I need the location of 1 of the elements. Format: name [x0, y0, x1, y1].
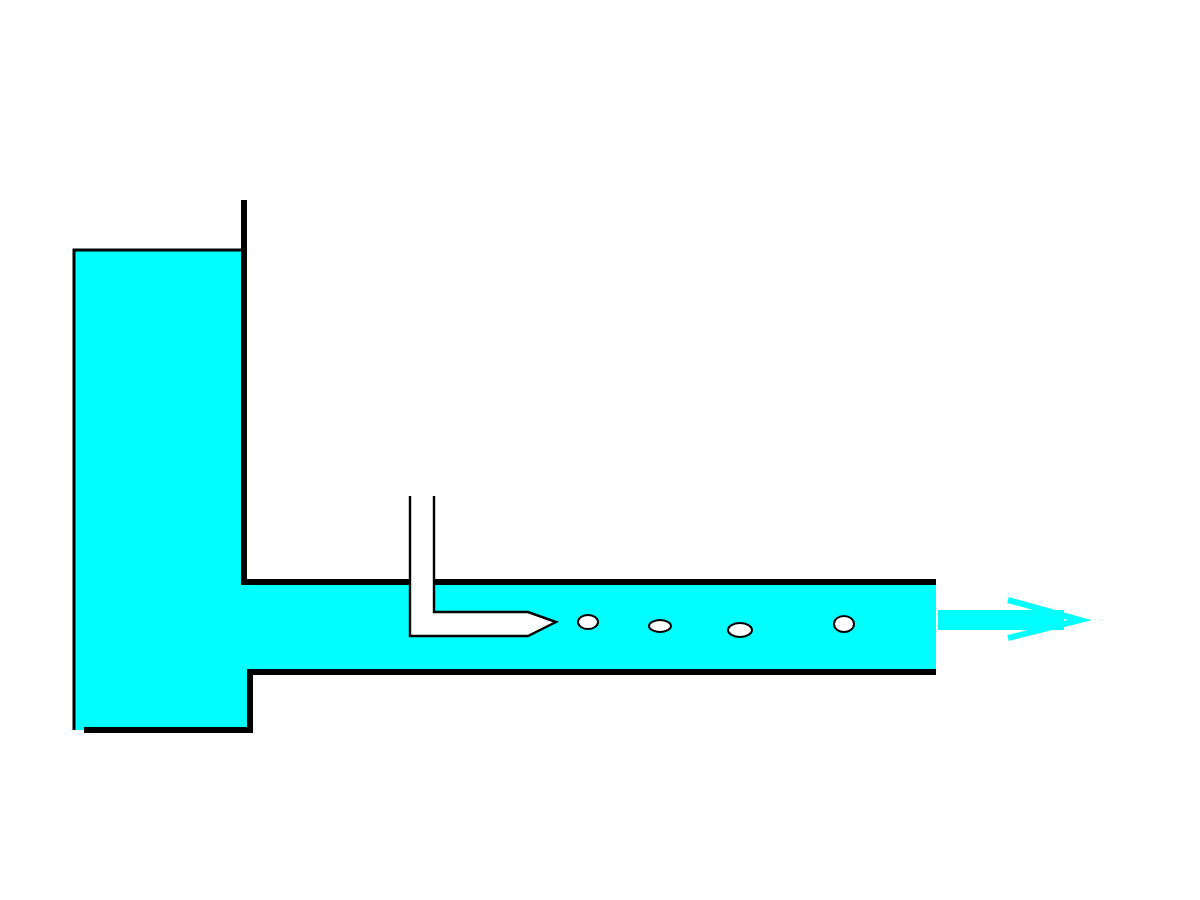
water-tank-pipe-drawing: [72, 200, 936, 733]
